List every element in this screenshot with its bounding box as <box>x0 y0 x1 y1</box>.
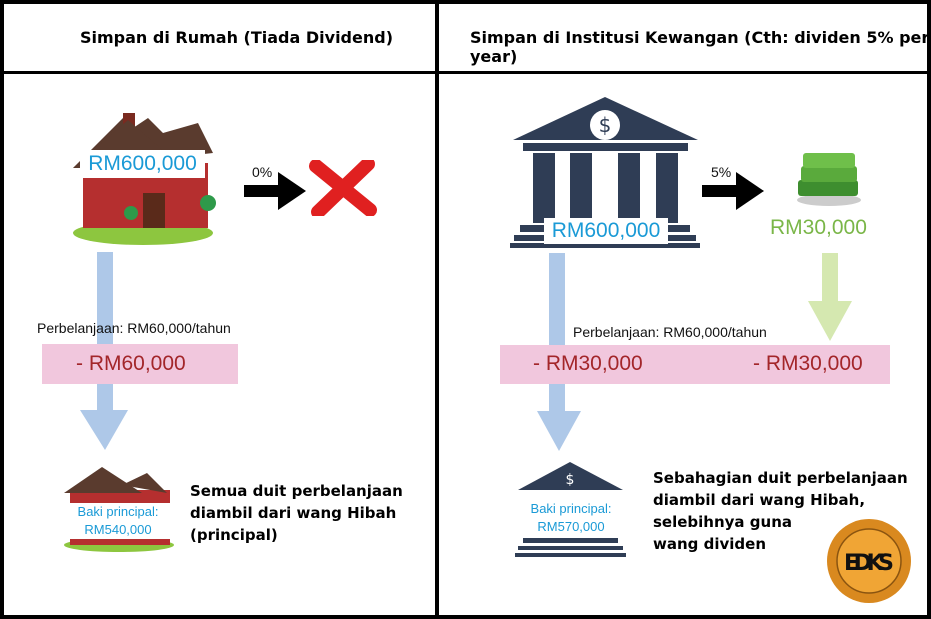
right-balance: Baki principal: RM570,000 <box>515 500 627 536</box>
right-note-line: Sebahagian duit perbelanjaan <box>653 469 908 487</box>
left-expense-label: Perbelanjaan: RM60,000/tahun <box>37 320 231 336</box>
left-title: Simpan di Rumah (Tiada Dividend) <box>80 28 394 47</box>
house-icon <box>73 113 216 245</box>
edks-logo: EDKS <box>827 519 911 603</box>
red-x-icon <box>309 160 377 216</box>
dividend-deduction: - RM30,000 <box>753 352 863 375</box>
green-down-arrow <box>808 253 852 341</box>
principal-deduction: - RM30,000 <box>533 352 643 375</box>
left-deduction-box <box>42 344 238 384</box>
left-rate: 0% <box>252 164 273 180</box>
black-arrow-icon <box>244 172 306 210</box>
header-divider <box>0 71 931 74</box>
left-balance-label: Baki principal: <box>77 504 159 519</box>
dividend-amount: RM30,000 <box>770 216 867 239</box>
left-note-line: diambil dari wang Hibah <box>190 504 397 522</box>
right-deduction-box <box>500 345 890 384</box>
left-note-line: (principal) <box>190 526 278 544</box>
right-balance-label: Baki principal: <box>530 501 612 516</box>
right-amount-label: RM600,000 <box>544 218 668 244</box>
right-title: Simpan di Institusi Kewangan (Cth: divid… <box>470 28 930 66</box>
left-note-line: Semua duit perbelanjaan <box>190 482 403 500</box>
left-note: Semua duit perbelanjaan diambil dari wan… <box>190 480 403 546</box>
right-rate: 5% <box>711 164 732 180</box>
left-balance: Baki principal: RM540,000 <box>62 503 174 539</box>
right-expense-label: Perbelanjaan: RM60,000/tahun <box>573 324 767 340</box>
right-note: Sebahagian duit perbelanjaan diambil dar… <box>653 467 908 555</box>
black-arrow-icon <box>702 172 764 210</box>
money-stack-icon <box>797 153 861 206</box>
svg-text:EDKS: EDKS <box>844 551 894 576</box>
right-note-line: selebihnya guna <box>653 513 792 531</box>
left-amount-label: RM600,000 <box>80 150 205 178</box>
svg-text:$: $ <box>599 113 612 137</box>
right-balance-value: RM570,000 <box>537 519 605 534</box>
right-note-line: diambil dari wang Hibah, <box>653 491 866 509</box>
left-balance-value: RM540,000 <box>84 522 152 537</box>
left-deduction: - RM60,000 <box>76 352 186 375</box>
right-note-line: wang dividen <box>653 535 767 553</box>
panel-divider <box>435 0 439 619</box>
small-bank-icon: $ <box>515 462 626 557</box>
svg-text:$: $ <box>566 472 575 488</box>
